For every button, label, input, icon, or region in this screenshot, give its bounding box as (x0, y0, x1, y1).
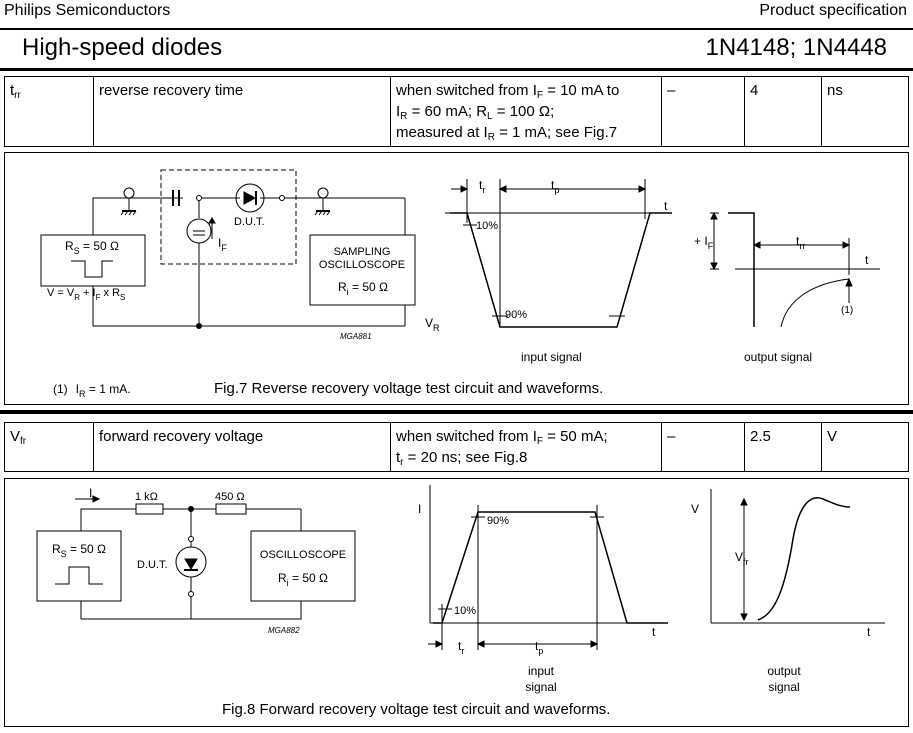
fig7-pif-label: + IF (694, 234, 714, 251)
table-row: Vfr forward recovery voltage when switch… (4, 422, 909, 472)
fig7-ri-label: Ri = 50 Ω (338, 280, 388, 297)
fig7-v-equation: V = VR + IF x RS (47, 287, 125, 302)
fig7-t-axis-in: t (664, 199, 668, 213)
conditions-cell: when switched from IF = 50 mA; tr = 20 n… (390, 422, 662, 472)
fig7-tp-label: tp (551, 178, 559, 195)
fig8-diagram: I 1 kΩ 450 Ω RS = 50 Ω D.U.T. OSCILLOSCO… (36, 485, 885, 694)
max-cell: 4 (744, 76, 822, 147)
max-cell: 2.5 (744, 422, 822, 472)
fig7-scope-l1: SAMPLING (334, 246, 391, 258)
fig8-vfr-label: Vfr (735, 550, 749, 567)
spec-table-vfr: Vfr forward recovery voltage when switch… (4, 422, 909, 472)
doc-type: Product specification (759, 2, 907, 19)
fig8-axis-v: V (691, 502, 699, 516)
fig8-ri-label: Ri = 50 Ω (278, 571, 328, 588)
fig8-output-l1: output (767, 664, 801, 678)
fig7-diagram: RS = 50 Ω V = VR + IF x RS IF D.U.T. SAM… (40, 169, 880, 399)
part-numbers: 1N4148; 1N4448 (705, 34, 887, 61)
fig8-t-axis-out: t (867, 625, 871, 639)
table-row: trr reverse recovery time when switched … (4, 76, 909, 147)
spec-table-trr: trr reverse recovery time when switched … (4, 76, 909, 147)
fig8-output-l2: signal (768, 680, 799, 694)
fig7-pct90: 90% (505, 309, 527, 321)
fig7-tr-label: tr (479, 178, 485, 195)
fig7-caption: Fig.7 Reverse recovery voltage test circ… (214, 380, 604, 397)
fig7-rs-label: RS = 50 Ω (65, 239, 119, 256)
fig7-input-label: input signal (521, 350, 582, 364)
fig8-rs-label: RS = 50 Ω (52, 542, 106, 559)
fig8-tr-label: tr (458, 639, 464, 656)
min-cell: – (661, 76, 745, 147)
fig8-code: MGA882 (268, 626, 300, 635)
fig7-code: MGA881 (340, 332, 372, 341)
fig7-note-marker: (1) (841, 305, 853, 316)
fig8-tp-label: tp (535, 639, 543, 656)
fig8-input-l1: input (528, 664, 555, 678)
fig7-scope-l2: OSCILLOSCOPE (319, 259, 405, 271)
parameter-cell: forward recovery voltage (93, 422, 391, 472)
fig8-axis-i: I (418, 502, 421, 516)
fig8-input-l2: signal (525, 680, 556, 694)
fig7-pct10: 10% (476, 220, 498, 232)
fig7-t-axis-out: t (865, 253, 869, 267)
title-rule (0, 68, 913, 71)
fig8-i-label: I (89, 486, 92, 500)
fig7-box: RS = 50 Ω V = VR + IF x RS IF D.U.T. SAM… (4, 152, 909, 405)
fig7-dut-label: D.U.T. (234, 216, 265, 228)
fig7-note: (1)IR = 1 mA. (53, 382, 131, 399)
min-cell: – (661, 422, 745, 472)
conditions-cell: when switched from IF = 10 mA to IR = 60… (390, 76, 662, 147)
fig8-t-axis-in: t (652, 625, 656, 639)
fig8-pct10: 10% (454, 605, 476, 617)
fig8-scope-label: OSCILLOSCOPE (260, 549, 346, 561)
header-rule (0, 28, 913, 30)
unit-cell: ns (821, 76, 909, 147)
unit-cell: V (821, 422, 909, 472)
fig7-vr-label: VR (425, 316, 440, 333)
parameter-cell: reverse recovery time (93, 76, 391, 147)
company-name: Philips Semiconductors (4, 2, 171, 19)
page-title: High-speed diodes (22, 34, 223, 61)
fig8-box: I 1 kΩ 450 Ω RS = 50 Ω D.U.T. OSCILLOSCO… (4, 478, 909, 727)
fig8-dut-label: D.U.T. (137, 559, 168, 571)
symbol-cell: trr (4, 76, 94, 147)
fig7-output-label: output signal (744, 350, 812, 364)
fig7-if-label: IF (218, 236, 227, 253)
fig8-caption: Fig.8 Forward recovery voltage test circ… (222, 701, 611, 718)
fig8-r2-label: 450 Ω (215, 491, 245, 503)
fig8-pct90: 90% (487, 515, 509, 527)
fig7-trr-label: trr (796, 234, 805, 251)
symbol-cell: Vfr (4, 422, 94, 472)
section-rule (0, 410, 913, 414)
fig8-r1-label: 1 kΩ (135, 491, 158, 503)
